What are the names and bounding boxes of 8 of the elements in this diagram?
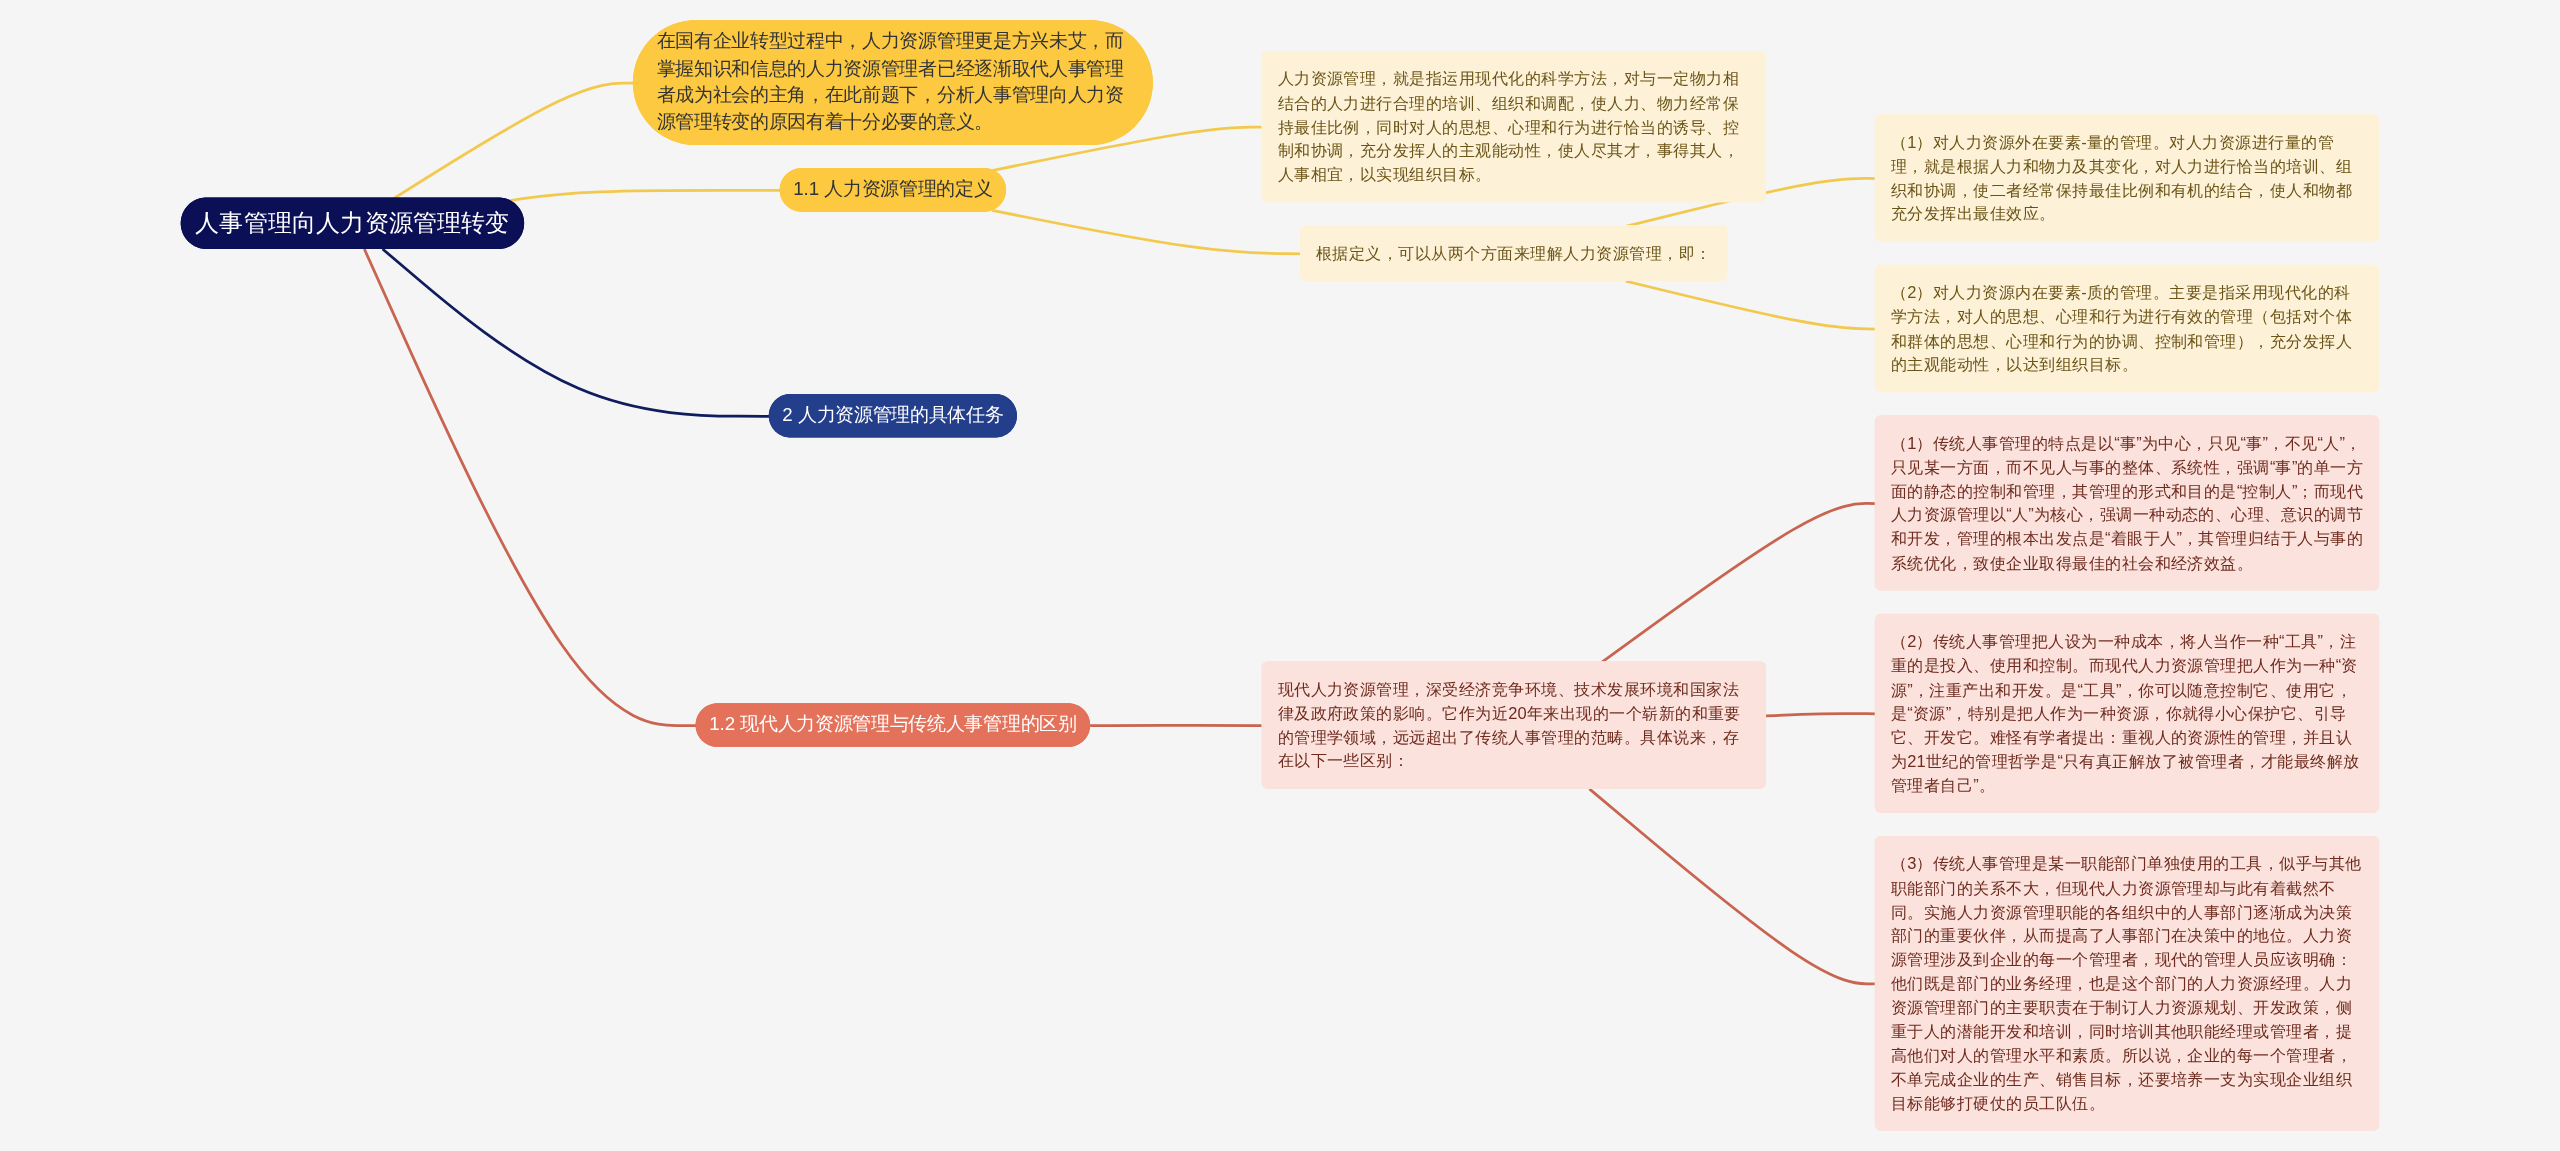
connector — [1765, 712, 1876, 718]
connector — [1588, 787, 1876, 986]
connector — [381, 247, 770, 418]
connector — [363, 248, 697, 727]
connector — [991, 125, 1263, 172]
connector — [1090, 723, 1263, 727]
connector — [508, 188, 781, 203]
connector — [1625, 279, 1876, 331]
